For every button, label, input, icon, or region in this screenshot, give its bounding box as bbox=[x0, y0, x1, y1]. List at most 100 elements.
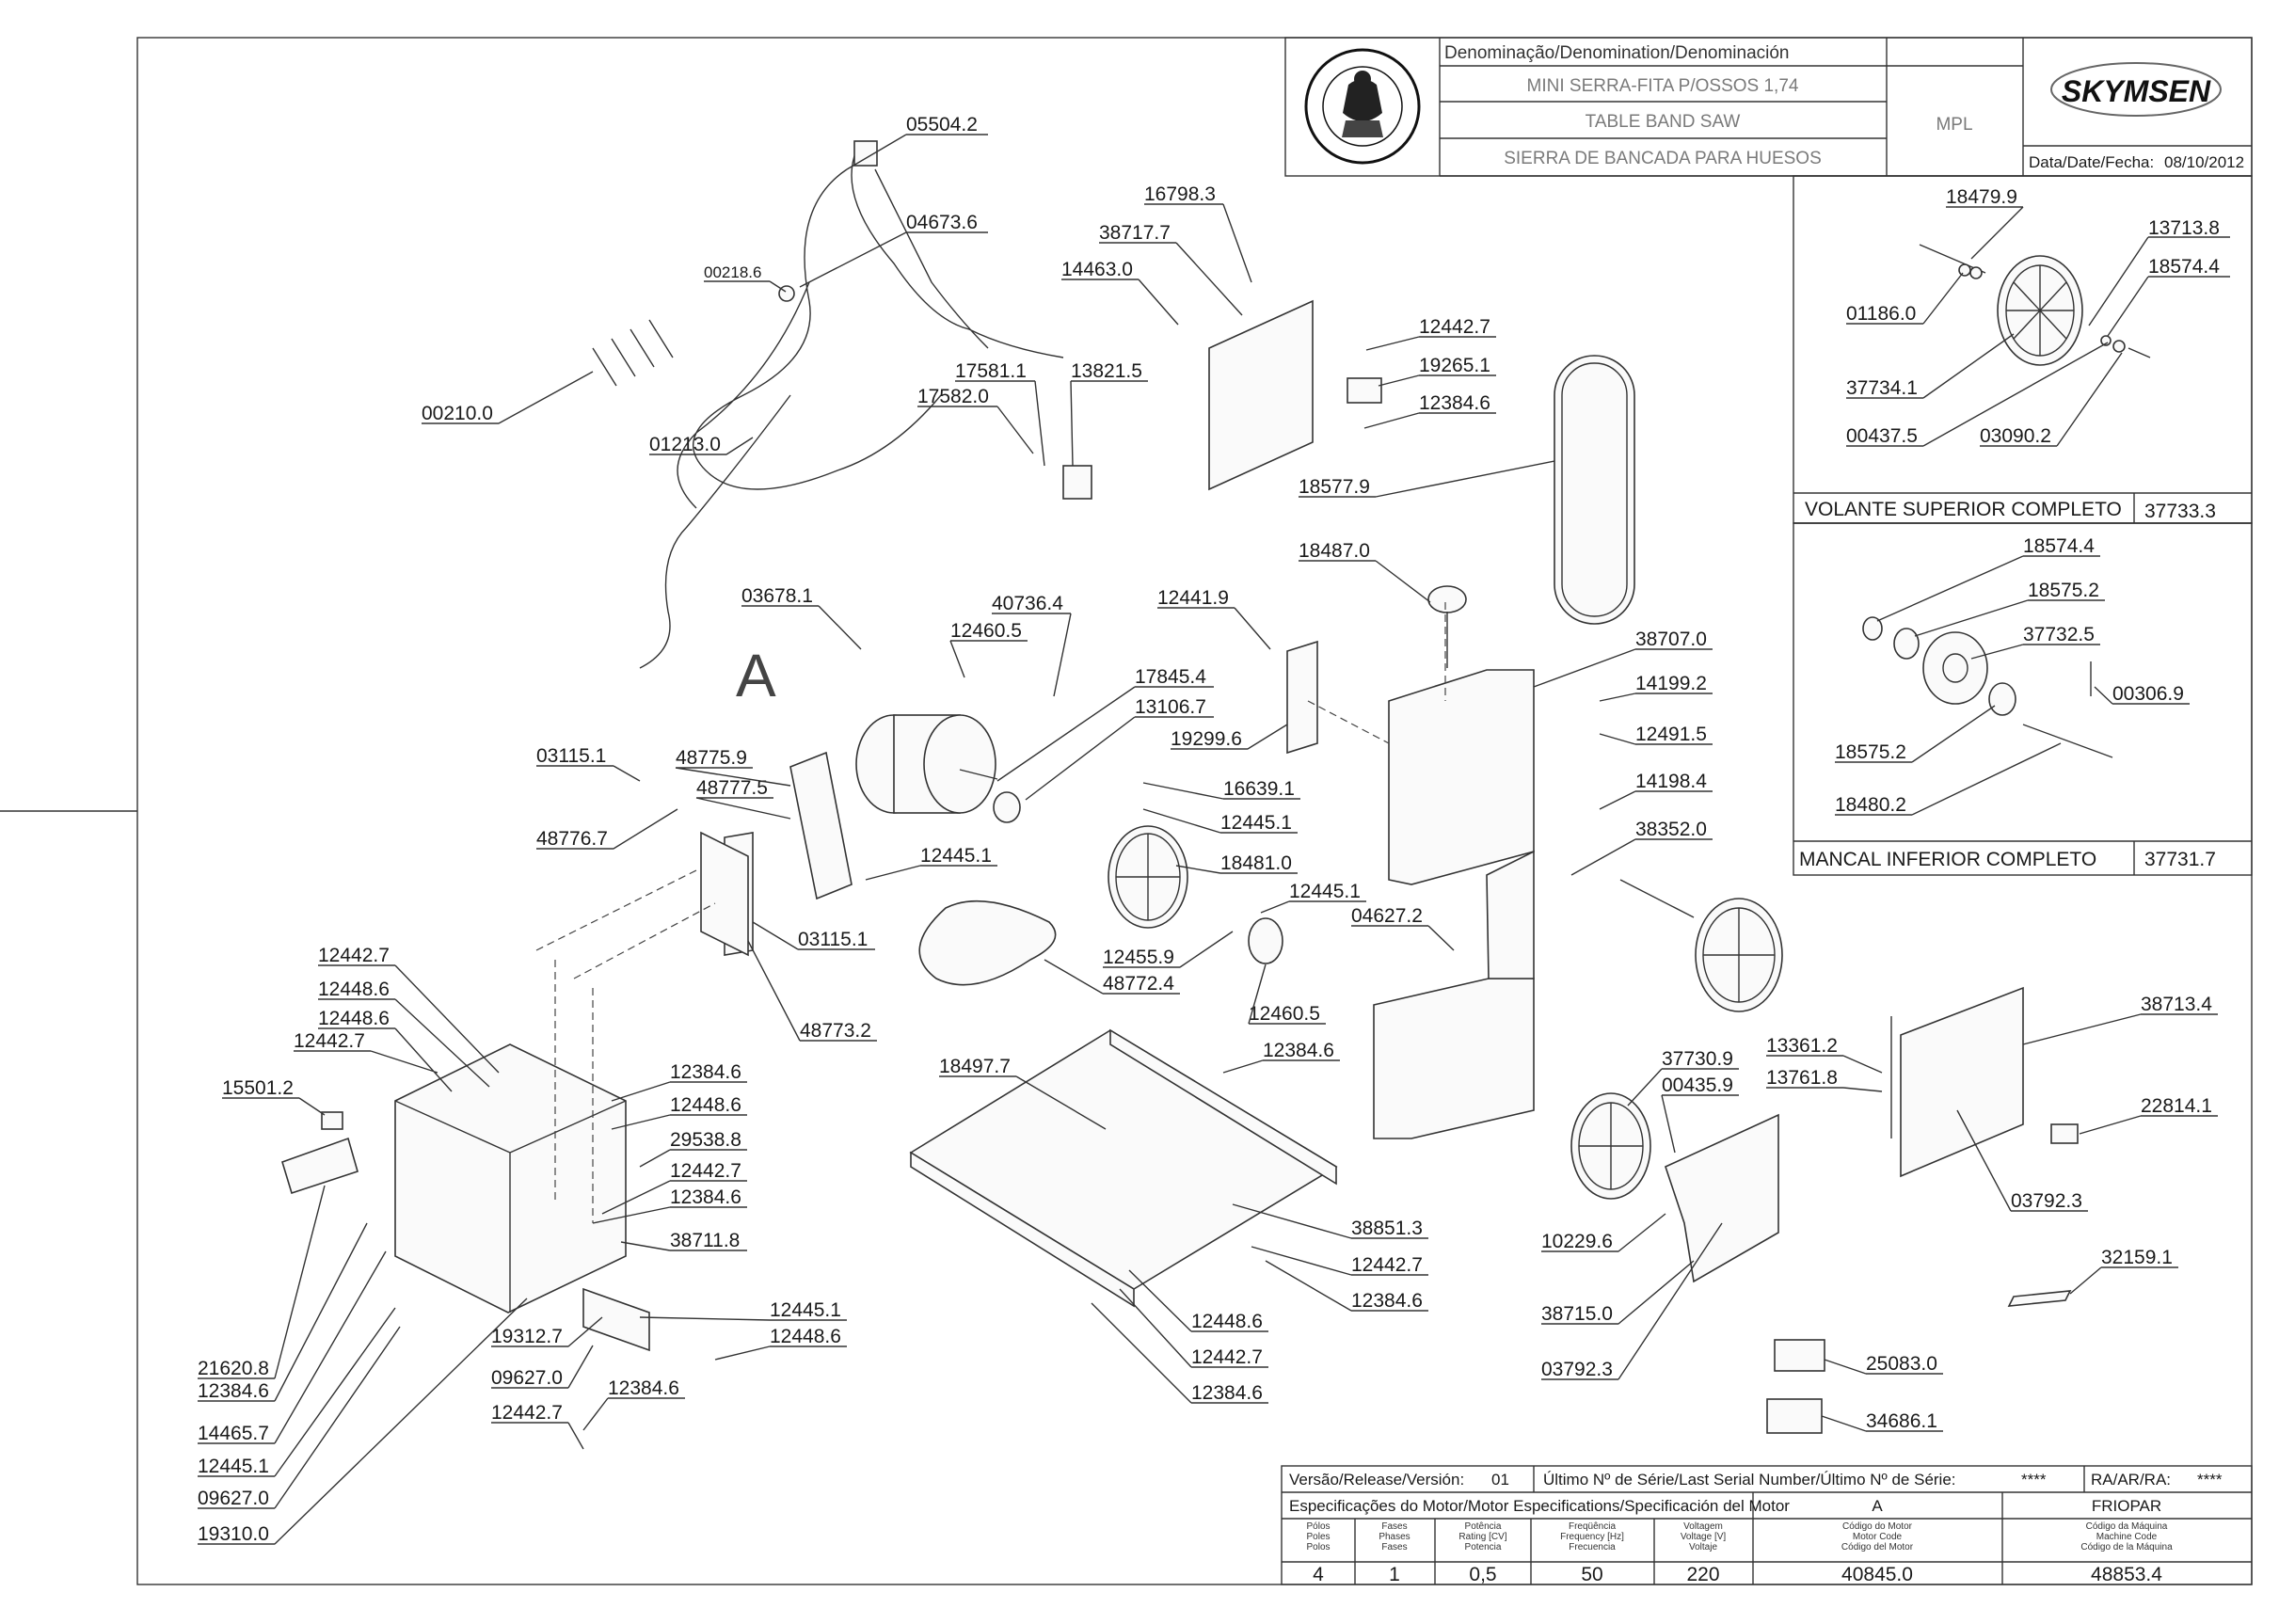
callout-48775-9: 48775.9 bbox=[676, 747, 747, 769]
callout-12442-7-d: 12442.7 bbox=[670, 1160, 741, 1182]
date-label: Data/Date/Fecha: bbox=[2029, 153, 2154, 171]
callout-12460-5-a: 12460.5 bbox=[950, 620, 1022, 642]
title-header: Denominação/Denomination/Denominación bbox=[1444, 43, 1790, 63]
callout-04627-2: 04627.2 bbox=[1351, 905, 1423, 927]
callout-17582-0: 17582.0 bbox=[917, 386, 989, 407]
callout-22814-1: 22814.1 bbox=[2141, 1095, 2212, 1117]
callout-10229-6: 10229.6 bbox=[1541, 1231, 1613, 1252]
callout-12445-1-c: 12445.1 bbox=[1289, 881, 1361, 902]
model-code: MPL bbox=[1936, 115, 1972, 135]
callout-38717-7: 38717.7 bbox=[1099, 222, 1171, 244]
callout-04673-6: 04673.6 bbox=[906, 212, 978, 233]
callout-32159-1: 32159.1 bbox=[2101, 1247, 2173, 1268]
callout-14463-0: 14463.0 bbox=[1061, 259, 1133, 280]
callout-14198-4: 14198.4 bbox=[1635, 771, 1707, 792]
lower-inset-code: 37731.7 bbox=[2144, 849, 2216, 870]
callout-05504-2: 05504.2 bbox=[906, 114, 978, 135]
svg-text:SKYMSEN: SKYMSEN bbox=[2062, 74, 2211, 108]
callout-37730-9: 37730.9 bbox=[1662, 1048, 1733, 1070]
callout-12384-6-d: 12384.6 bbox=[1263, 1040, 1334, 1061]
callout-48776-7: 48776.7 bbox=[536, 828, 608, 850]
callout-12442-7-e: 12442.7 bbox=[1351, 1254, 1423, 1276]
callout-12384-6-h: 12384.6 bbox=[198, 1380, 269, 1402]
callout-12442-7-c: 12442.7 bbox=[294, 1030, 365, 1052]
callout-12448-6-c: 12448.6 bbox=[670, 1094, 741, 1116]
ra-label: RA/AR/RA: bbox=[2091, 1471, 2171, 1489]
callout-18480-2: 18480.2 bbox=[1835, 794, 1906, 816]
callout-17581-1: 17581.1 bbox=[955, 360, 1027, 382]
frequency-value: 50 bbox=[1581, 1564, 1602, 1585]
lower-bearing-inset: MANCAL INFERIOR COMPLETO 37731.7 18574.4… bbox=[1793, 522, 2253, 876]
callout-13821-5: 13821.5 bbox=[1071, 360, 1142, 382]
callout-12384-6-g: 12384.6 bbox=[608, 1377, 679, 1399]
callout-18575-2-a: 18575.2 bbox=[2028, 580, 2099, 601]
callout-18575-2-b: 18575.2 bbox=[1835, 741, 1906, 763]
part-callouts: 05504.2 04673.6 00218.6 00210.0 01213.0 … bbox=[198, 114, 2218, 1545]
callout-18479-9: 18479.9 bbox=[1946, 186, 2017, 208]
lower-inset-title: MANCAL INFERIOR COMPLETO bbox=[1799, 849, 2096, 870]
callout-38711-8: 38711.8 bbox=[670, 1230, 740, 1251]
motor-label-A: A bbox=[736, 642, 776, 709]
callout-48773-2: 48773.2 bbox=[800, 1020, 871, 1042]
callout-03115-1-b: 03115.1 bbox=[798, 929, 868, 950]
poles-value: 4 bbox=[1313, 1564, 1324, 1585]
callout-12442-7-a: 12442.7 bbox=[1419, 316, 1490, 338]
motor-letter: A bbox=[1872, 1497, 1883, 1515]
callout-38851-3: 38851.3 bbox=[1351, 1218, 1423, 1239]
upper-inset-code: 37733.3 bbox=[2144, 501, 2216, 522]
title-name-en: TABLE BAND SAW bbox=[1586, 112, 1741, 132]
callout-19299-6: 19299.6 bbox=[1171, 728, 1242, 750]
title-block: Denominação/Denomination/Denominación MI… bbox=[1284, 37, 2253, 177]
callout-18577-9: 18577.9 bbox=[1299, 476, 1370, 498]
callout-03792-3-b: 03792.3 bbox=[1541, 1359, 1613, 1380]
callout-12442-7-f: 12442.7 bbox=[1191, 1346, 1263, 1368]
callout-12384-6-b: 12384.6 bbox=[670, 1061, 741, 1083]
bearing-housing bbox=[1922, 631, 1988, 705]
upper-wheel-inset: VOLANTE SUPERIOR COMPLETO 37733.3 18479.… bbox=[1793, 175, 2253, 524]
main-assembly-drawing: A bbox=[281, 140, 2079, 1434]
callout-38352-0: 38352.0 bbox=[1635, 819, 1707, 840]
service-seal-logo bbox=[1304, 48, 1421, 165]
callout-18487-0: 18487.0 bbox=[1299, 540, 1370, 562]
callout-13713-8: 13713.8 bbox=[2148, 217, 2220, 239]
warning-label bbox=[1766, 1398, 1823, 1434]
callout-12460-5-b: 12460.5 bbox=[1249, 1003, 1320, 1025]
callout-12442-7-b: 12442.7 bbox=[318, 945, 390, 966]
callout-21620-8: 21620.8 bbox=[198, 1358, 269, 1379]
callout-00437-5: 00437.5 bbox=[1846, 425, 1918, 447]
callout-37734-1: 37734.1 bbox=[1846, 377, 1918, 399]
callout-12445-1-b: 12445.1 bbox=[1220, 812, 1292, 834]
upper-inset-title: VOLANTE SUPERIOR COMPLETO bbox=[1805, 499, 2122, 520]
cover-panel bbox=[1208, 299, 1314, 491]
callout-12448-6-b: 12448.6 bbox=[318, 1008, 390, 1029]
callout-38707-0: 38707.0 bbox=[1635, 629, 1707, 650]
callout-12445-1-d: 12445.1 bbox=[770, 1299, 841, 1321]
motor-spec-label: Especificações do Motor/Motor Especifica… bbox=[1289, 1497, 1790, 1515]
manufacturer: FRIOPAR bbox=[2092, 1497, 2161, 1515]
brand-badge-icon bbox=[2007, 1290, 2072, 1307]
callout-13106-7: 13106.7 bbox=[1135, 696, 1206, 718]
callout-00435-9: 00435.9 bbox=[1662, 1075, 1733, 1096]
upper-frame bbox=[1388, 669, 1535, 885]
footer-spec-table: Versão/Release/Versión: 01 Último Nº de … bbox=[1281, 1465, 2253, 1585]
callout-16798-3: 16798.3 bbox=[1144, 183, 1216, 205]
callout-18497-7: 18497.7 bbox=[939, 1056, 1011, 1077]
version-label: Versão/Release/Versión: bbox=[1289, 1471, 1464, 1489]
callout-12448-6-a: 12448.6 bbox=[318, 979, 390, 1000]
callout-03115-1-a: 03115.1 bbox=[536, 745, 606, 767]
drive-belt bbox=[918, 900, 1057, 986]
callout-00306-9: 00306.9 bbox=[2112, 683, 2184, 705]
callout-12384-6-f: 12384.6 bbox=[1191, 1382, 1263, 1404]
phases-value: 1 bbox=[1389, 1564, 1400, 1585]
side-door bbox=[1900, 986, 2024, 1178]
callout-12384-6-e: 12384.6 bbox=[1351, 1290, 1423, 1312]
callout-12384-6-c: 12384.6 bbox=[670, 1186, 741, 1208]
voltage-value: 220 bbox=[1686, 1564, 1719, 1585]
skymsen-logo: SKYMSEN bbox=[2050, 62, 2222, 117]
